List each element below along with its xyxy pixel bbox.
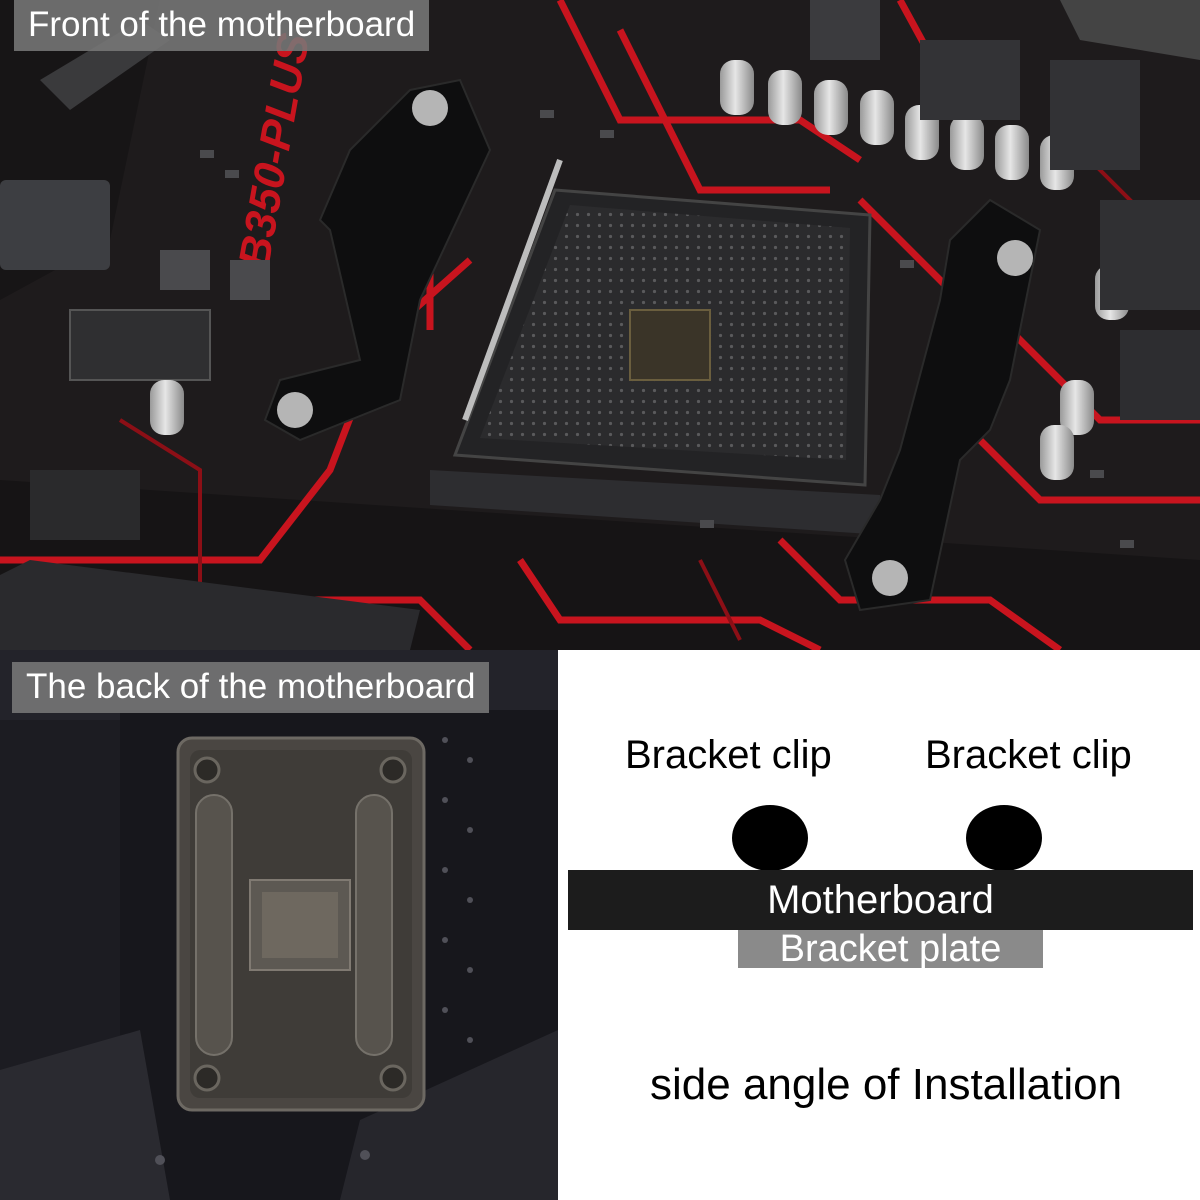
back-motherboard-image xyxy=(0,650,558,1200)
left-clip-label: Bracket clip xyxy=(625,733,832,777)
back-motherboard-photo: The back of the motherboard xyxy=(0,650,558,1200)
front-motherboard-image: B350-PLUS xyxy=(0,0,1200,650)
installation-diagram: Bracket clip Bracket clip Motherboard Br… xyxy=(558,650,1200,1200)
installation-caption: side angle of Installation xyxy=(650,1060,1123,1109)
bracket-plate-bar: Bracket plate xyxy=(738,930,1043,968)
back-bracket-plate xyxy=(176,736,426,1112)
left-clip-shape xyxy=(732,805,808,871)
cpu-socket xyxy=(430,158,885,535)
front-motherboard-photo: B350-PLUS xyxy=(0,0,1200,650)
left-bracket-clip xyxy=(263,78,492,442)
motherboard-bar: Motherboard xyxy=(568,870,1193,930)
right-clip-shape xyxy=(966,805,1042,871)
right-clip-label: Bracket clip xyxy=(925,733,1132,777)
back-panel-caption: The back of the motherboard xyxy=(12,662,490,713)
front-panel-caption: Front of the motherboard xyxy=(14,0,430,51)
right-bracket-clip xyxy=(843,198,1042,612)
